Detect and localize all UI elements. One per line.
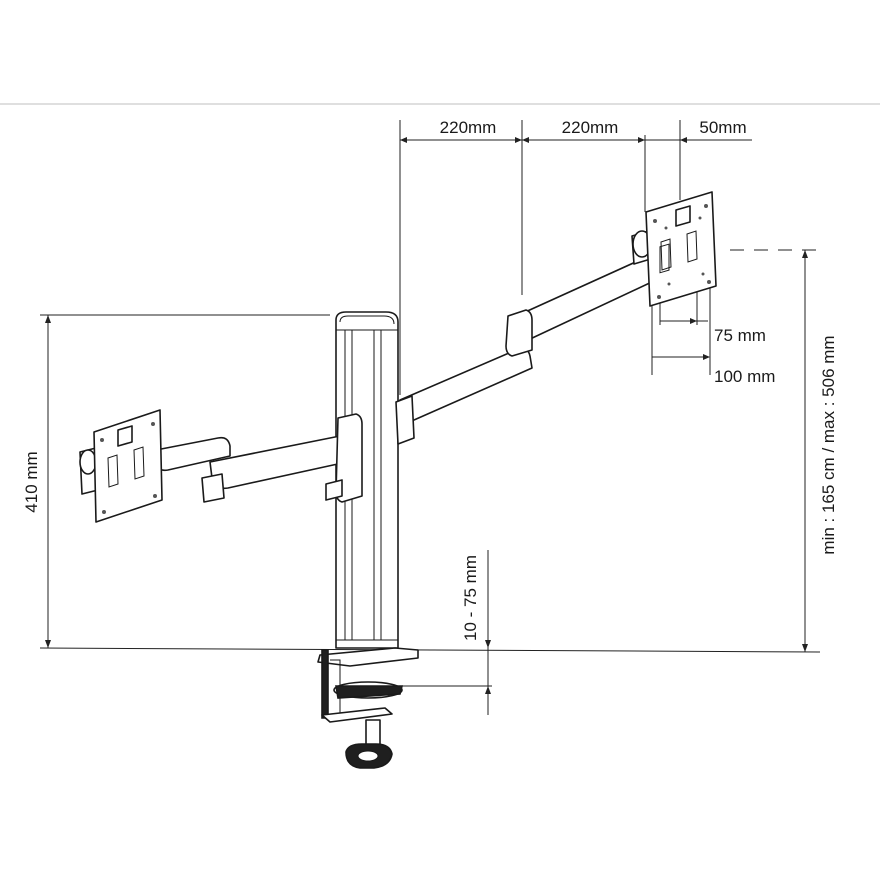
left-height-label: 410 mm <box>22 451 41 512</box>
top-dimensions: 220mm 220mm 50mm <box>399 118 752 395</box>
desk-thickness-label: 10 - 75 mm <box>461 555 480 641</box>
left-arm <box>79 413 363 503</box>
dimension-arm2-label: 220mm <box>562 118 619 137</box>
desk-line <box>39 647 821 653</box>
right-vesa-plate <box>645 191 717 307</box>
right-arm <box>395 229 657 445</box>
dimension-arm1-label: 220mm <box>440 118 497 137</box>
dimension-plate-offset-label: 50mm <box>699 118 746 137</box>
vesa-75-label: 75 mm <box>714 326 766 345</box>
left-vesa-plate <box>93 409 163 523</box>
desk-thickness-dimension: 10 - 75 mm <box>400 550 492 715</box>
height-range-dimension: min : 165 cm / max : 506 mm <box>696 249 838 652</box>
desk-clamp <box>317 647 419 769</box>
vesa-100-label: 100 mm <box>714 367 775 386</box>
height-range-label: min : 165 cm / max : 506 mm <box>819 335 838 554</box>
left-height-dimension: 410 mm <box>22 314 330 648</box>
vesa-dimensions: 75 mm 100 mm <box>651 280 775 386</box>
mount-pole <box>335 311 399 649</box>
